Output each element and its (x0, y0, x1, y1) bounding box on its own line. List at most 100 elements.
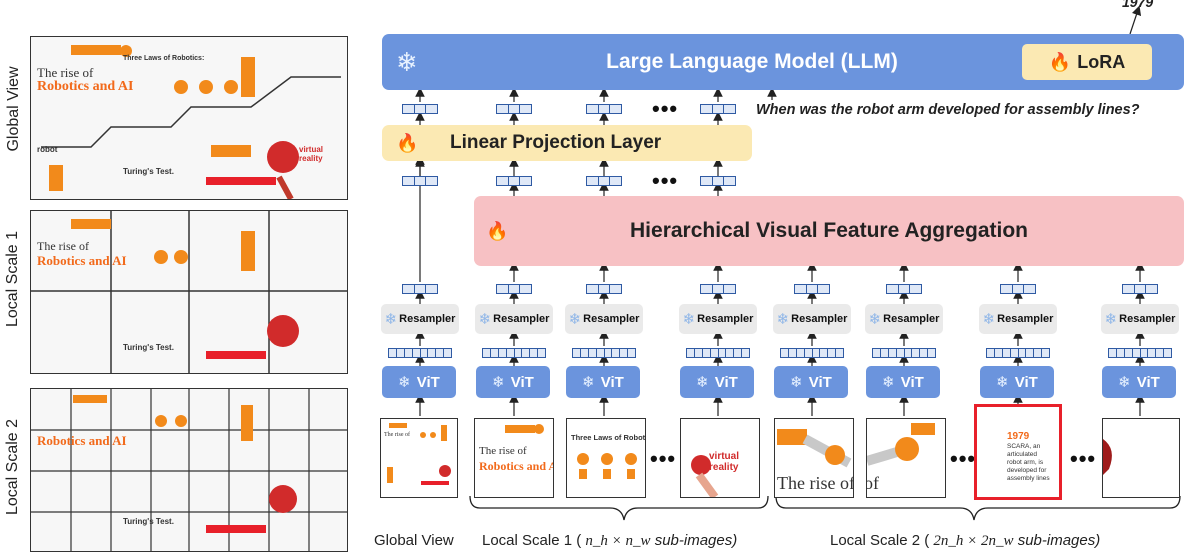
hierarchical-aggregation-block: 🔥 Hierarchical Visual Feature Aggregatio… (474, 196, 1184, 266)
token-row (1122, 284, 1158, 294)
snowflake-icon: ❄ (398, 374, 411, 391)
fire-icon: 🔥 (486, 220, 509, 241)
token-row (496, 284, 532, 294)
input-scale2-image-highlighted: 1979 SCARA, an articulated robot arm, is… (974, 404, 1062, 500)
snowflake-icon: ❄ (882, 374, 895, 391)
resampler-label: Resampler (493, 313, 550, 325)
tile1-title-1: The rise of (479, 445, 527, 457)
ellipsis: ••• (652, 96, 679, 121)
ellipsis: ••• (1070, 446, 1097, 471)
vit-label: ViT (900, 373, 924, 391)
scale2-tile2-text: The rise of (867, 473, 879, 493)
token-row (1000, 284, 1036, 294)
token-row (700, 284, 736, 294)
infographic-turing: Turing's Test. (123, 167, 174, 176)
token-row (402, 104, 438, 114)
input-scale2-image-2: The rise of (866, 418, 946, 498)
scale2-turing: Turing's Test. (123, 517, 174, 526)
scale1-prefix: Local Scale 1 ( (482, 532, 586, 549)
vit-label: ViT (510, 373, 534, 391)
scale1-title-1: The rise of (37, 239, 89, 253)
infographic-title-1: The rise of (37, 65, 94, 80)
fire-icon: 🔥 (396, 132, 419, 153)
highlight-scara: SCARA, an articulated robot arm, is deve… (1007, 443, 1050, 482)
token-row (700, 104, 736, 114)
local-scale-1-grid (31, 211, 347, 373)
infographic-vr: virtual reality (299, 145, 323, 163)
token-row (402, 176, 438, 186)
snowflake-icon: ❄ (996, 374, 1009, 391)
ellipsis: ••• (950, 446, 977, 471)
resampler-block: ❄Resampler (475, 304, 553, 334)
snowflake-icon: ❄ (682, 311, 696, 328)
infographic-art (41, 45, 341, 199)
vit-label: ViT (416, 373, 440, 391)
lora-label: LoRA (1077, 51, 1126, 72)
scale2-suffix: sub-images) (1013, 532, 1101, 549)
scale2-tile2-art (867, 423, 935, 466)
local-scale-1-thumbnail: The rise of Robotics and AI Turing's Tes… (30, 210, 348, 374)
token-row (586, 176, 622, 186)
scale2-math: 2n_h × 2n_w (933, 533, 1014, 549)
token-row (586, 104, 622, 114)
tilen-vr: virtual reality (709, 451, 739, 473)
scale1-tilen-art (691, 455, 719, 497)
resampler-block: ❄Resampler (679, 304, 757, 334)
snowflake-icon: ❄ (776, 311, 790, 328)
input-scale2-image-1: The rise of (774, 418, 854, 498)
vit-token-row (482, 348, 546, 358)
snowflake-icon: ❄ (982, 311, 996, 328)
scale2-tilelast-art (1103, 439, 1112, 475)
token-row (496, 176, 532, 186)
ellipsis: ••• (650, 446, 677, 471)
projection-title: Linear Projection Layer (450, 132, 662, 153)
snowflake-icon: ❄ (396, 46, 418, 77)
local-scale-2-grid (31, 389, 347, 551)
scale1-math: n_h × n_w (585, 533, 651, 549)
llm-block: ❄ Large Language Model (LLM) 🔥 LoRA (382, 34, 1184, 90)
bottom-label-scale2: Local Scale 2 ( 2n_h × 2n_w sub-images) (830, 532, 1100, 550)
resampler-block: ❄Resampler (865, 304, 943, 334)
snowflake-icon: ❄ (582, 374, 595, 391)
resampler-label: Resampler (883, 313, 940, 325)
local-scale-2-thumbnail: Robotics and AI Turing's Test. (30, 388, 348, 552)
snowflake-icon: ❄ (568, 311, 582, 328)
infographic-vr-1: virtual (299, 145, 324, 154)
question-text: When was the robot arm developed for ass… (756, 102, 1140, 118)
infographic-vr-2: reality (299, 154, 323, 163)
resampler-block: ❄Resampler (1101, 304, 1179, 334)
label-global-view: Global View (5, 66, 22, 152)
vit-token-row (572, 348, 636, 358)
vit-label: ViT (1136, 373, 1160, 391)
scale1-title-2: Robotics and AI (37, 253, 127, 268)
snowflake-icon: ❄ (492, 374, 505, 391)
resampler-label: Resampler (583, 313, 640, 325)
scale2-prefix: Local Scale 2 ( (830, 532, 934, 549)
token-row (794, 284, 830, 294)
resampler-block: ❄Resampler (773, 304, 851, 334)
scale1-tile2-art (577, 453, 637, 479)
resampler-label: Resampler (997, 313, 1054, 325)
snowflake-icon: ❄ (868, 311, 882, 328)
input-scale1-image-1: The rise of Robotics and AI (474, 418, 554, 498)
scale2-title-2: Robotics and AI (37, 433, 127, 448)
input-scale1-image-n: virtual reality (680, 418, 760, 498)
vit-block: ❄ ViT (866, 366, 940, 398)
tile2-laws: Three Laws of Robotics: (571, 433, 646, 442)
vit-block: ❄ViT (680, 366, 754, 398)
vit-block: ❄ ViT (1102, 366, 1176, 398)
aggregation-title: Hierarchical Visual Feature Aggregation (630, 219, 1028, 242)
resampler-label: Resampler (697, 313, 754, 325)
highlight-year: 1979 (1007, 431, 1030, 442)
snowflake-icon: ❄ (1104, 311, 1118, 328)
vit-label: ViT (1014, 373, 1038, 391)
token-row (886, 284, 922, 294)
global-mini-art (387, 423, 451, 485)
vit-label: ViT (714, 373, 738, 391)
vit-token-row (780, 348, 844, 358)
vit-block: ❄ ViT (476, 366, 550, 398)
global-mini-title: The rise of (384, 432, 410, 438)
resampler-block: ❄Resampler (565, 304, 643, 334)
snowflake-icon: ❄ (1118, 374, 1131, 391)
fire-icon: 🔥 (1048, 51, 1072, 72)
